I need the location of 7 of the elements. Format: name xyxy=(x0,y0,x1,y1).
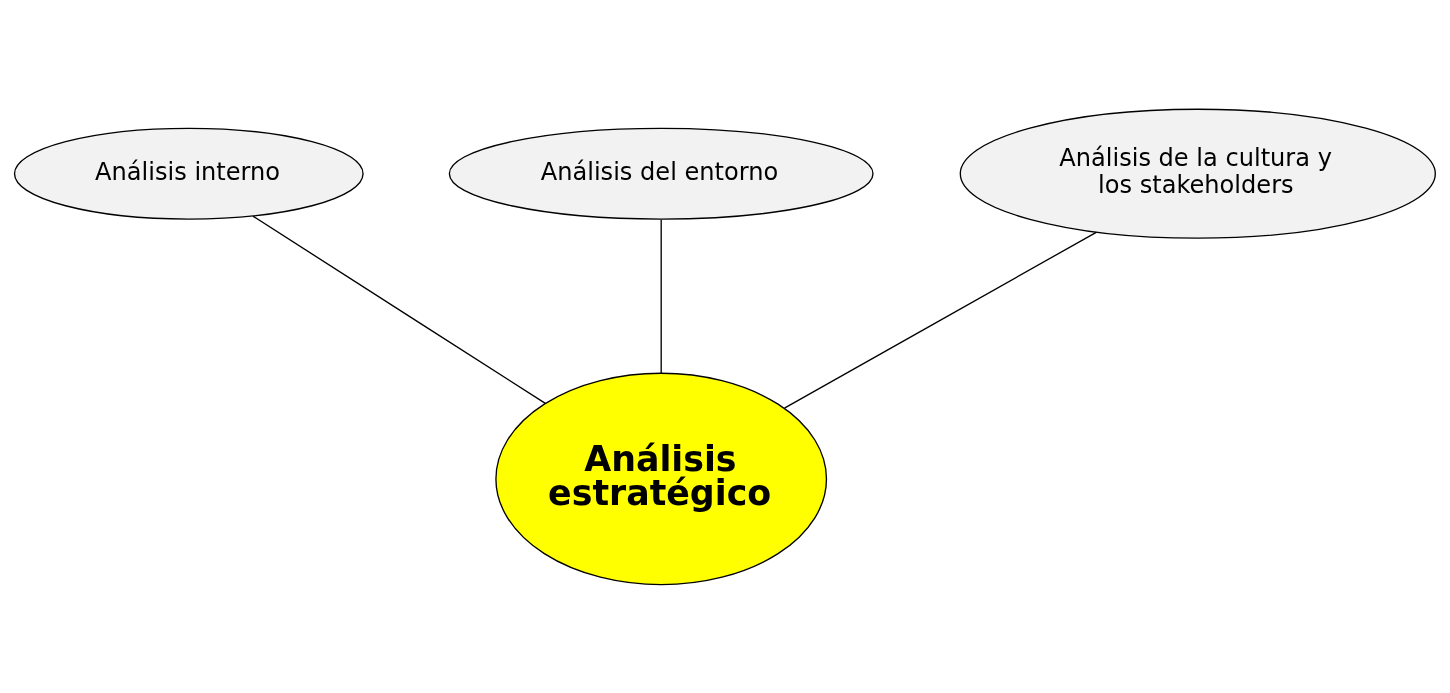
connector xyxy=(660,218,662,374)
node-ellipse: Análisis estratégico xyxy=(495,372,828,585)
node-ellipse: Análisis del entorno xyxy=(448,127,874,220)
connector xyxy=(783,231,1097,409)
connector xyxy=(252,215,546,404)
node-ellipse: Análisis interno xyxy=(13,127,364,220)
node-ellipse: Análisis de la cultura y los stakeholders xyxy=(959,108,1436,239)
